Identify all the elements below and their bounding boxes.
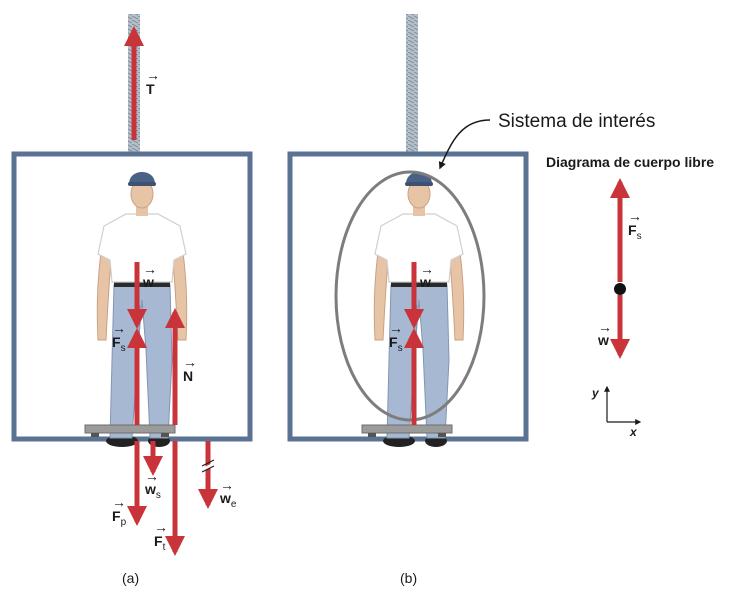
normal-vec-bar: → — [183, 354, 197, 370]
weight-s-vec-bar: → — [145, 468, 159, 484]
weight-vec-bar-a: → — [143, 261, 157, 277]
force-t-vec-bar: → — [154, 519, 168, 535]
break-mark — [201, 465, 215, 473]
person-b — [373, 171, 465, 448]
weight-label-a: w — [142, 274, 154, 290]
fbd-up-label: Fs — [628, 222, 642, 242]
scale-force-vec-bar-a: → — [112, 320, 126, 336]
cable-b — [406, 14, 418, 154]
break-mark — [201, 459, 215, 467]
fbd-down-vec-bar: → — [598, 319, 612, 335]
scale-force-label-a: Fs — [112, 334, 126, 354]
tension-vec-bar: → — [146, 67, 160, 83]
panel-a: T → w → Fs → N → ws → we → Fp → Ft → (a) — [11, 14, 253, 586]
scale-force-label-b: Fs — [389, 334, 403, 354]
system-pointer — [438, 119, 491, 170]
weight-e-break — [201, 462, 215, 472]
panel-b: w → Fs → Sistema de interés (b) — [287, 14, 655, 586]
force-p-label: Fp — [112, 508, 127, 528]
caption-a: (a) — [122, 570, 139, 586]
free-body-diagram: Diagrama de cuerpo libre Fs → w → y x — [546, 154, 714, 439]
system-oval — [334, 170, 486, 422]
weight-vec-bar-b: → — [420, 261, 434, 277]
normal-label: N — [183, 368, 193, 384]
weight-s-label: ws — [144, 481, 161, 501]
system-of-interest-label: Sistema de interés — [498, 111, 655, 132]
fbd-down-label: w — [597, 332, 609, 348]
force-p-vec-bar: → — [112, 494, 126, 510]
tension-label: T — [146, 81, 155, 97]
scale-force-vec-bar-b: → — [389, 320, 403, 336]
y-axis-label: y — [591, 386, 600, 400]
weight-label-b: w — [419, 274, 431, 290]
x-axis-label: x — [629, 425, 638, 439]
force-t-label: Ft — [154, 533, 166, 553]
caption-b: (b) — [400, 570, 417, 586]
weight-e-label: we — [219, 490, 237, 510]
weight-e-vec-bar: → — [220, 477, 234, 493]
fbd-up-vec-bar: → — [628, 208, 642, 224]
fbd-point — [614, 283, 626, 295]
free-body-title: Diagrama de cuerpo libre — [546, 154, 714, 170]
